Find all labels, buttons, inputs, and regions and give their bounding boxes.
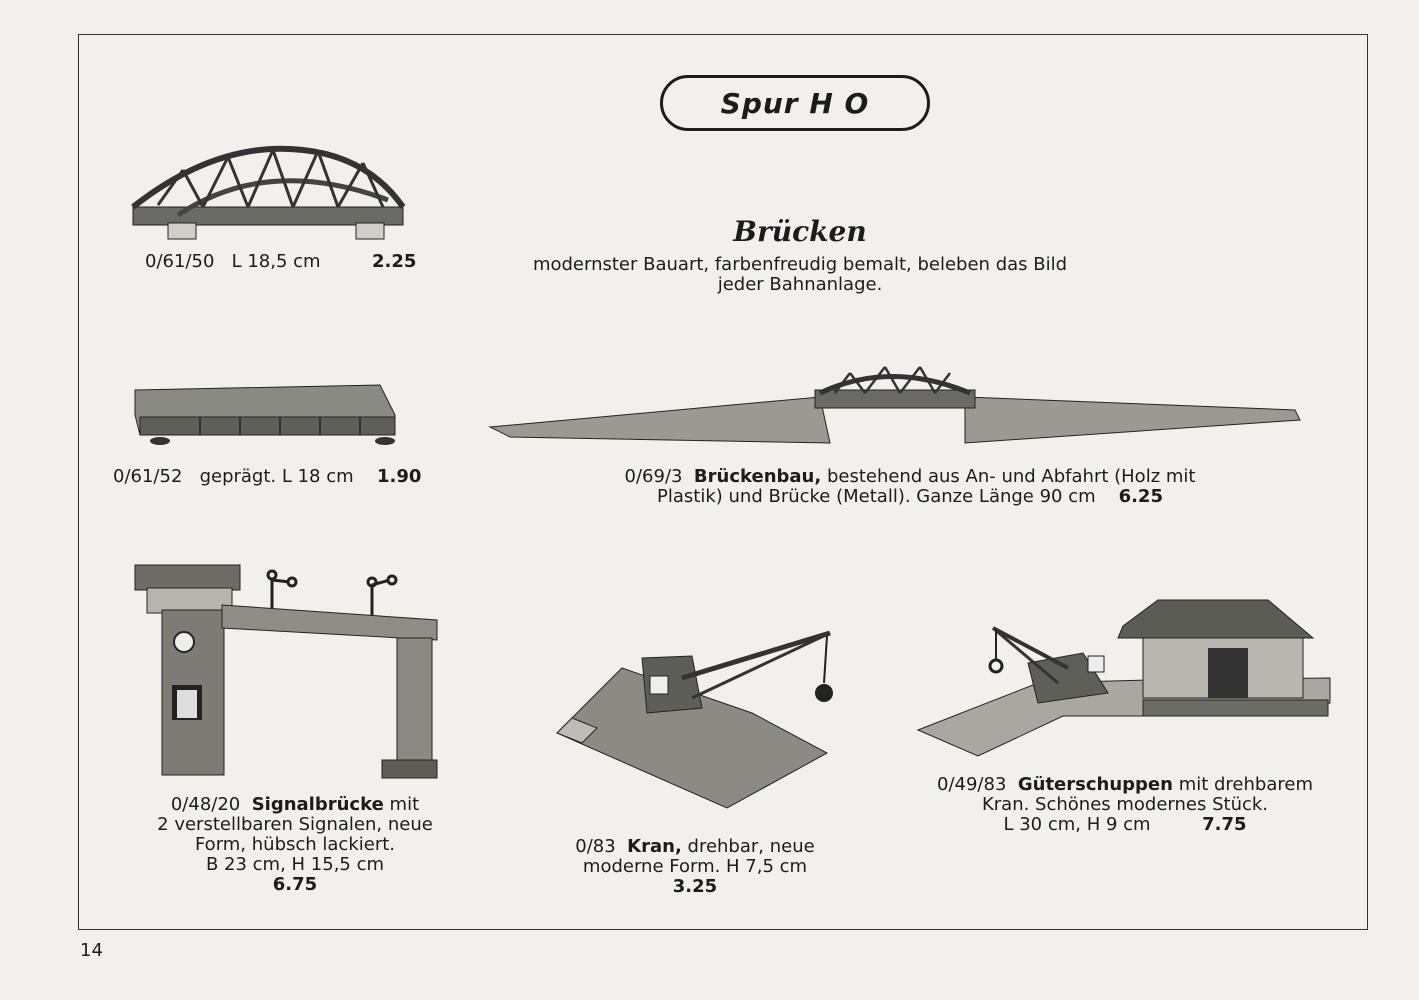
page-number: 14 bbox=[80, 940, 103, 961]
product-price: 7.75 bbox=[1202, 814, 1247, 835]
product-desc: geprägt. L 18 cm bbox=[199, 466, 354, 487]
product-price: 6.25 bbox=[1118, 486, 1163, 507]
intro-line-2: jeder Bahnanlage. bbox=[717, 274, 883, 295]
page-frame bbox=[78, 34, 1368, 930]
goods-shed-line-3: L 30 cm, H 9 cm 7.75 bbox=[920, 815, 1330, 835]
product-price: 3.25 bbox=[672, 876, 718, 897]
crane-line-1: 0/83 Kran, drehbar, neue bbox=[545, 837, 845, 857]
goods-shed-image bbox=[916, 599, 1331, 757]
product-price: 2.25 bbox=[372, 251, 417, 272]
product-signal-bridge: 0/48/20 Signalbrücke mit 2 verstellbaren… bbox=[120, 795, 470, 895]
signal-bridge-image bbox=[134, 564, 438, 779]
bridge-set-line-1: 0/69/3 Brückenbau, bestehend aus An- und… bbox=[590, 467, 1230, 487]
product-goods-shed: 0/49/83 Güterschuppen mit drehbarem Kran… bbox=[920, 775, 1330, 835]
product-desc: 2 verstellbaren Signalen, neue bbox=[157, 814, 433, 835]
girder-bridge-image bbox=[134, 384, 396, 445]
product-desc: bestehend aus An- und Abfahrt (Holz mit bbox=[826, 466, 1196, 487]
goods-shed-line-1: 0/49/83 Güterschuppen mit drehbarem bbox=[920, 775, 1330, 795]
product-desc: L 30 cm, H 9 cm bbox=[1003, 814, 1151, 835]
product-price: 1.90 bbox=[377, 466, 422, 487]
product-desc: Form, hübsch lackiert. bbox=[194, 834, 396, 855]
product-desc: Plastik) und Brücke (Metall). Ganze Läng… bbox=[657, 486, 1096, 507]
intro-line-1: modernster Bauart, farbenfreudig bemalt,… bbox=[532, 254, 1068, 275]
product-desc: mit bbox=[389, 794, 420, 815]
product-desc: mit drehbarem bbox=[1178, 774, 1313, 795]
product-name: Güterschuppen bbox=[1017, 774, 1173, 795]
product-name: Kran, bbox=[627, 836, 682, 857]
section-heading: Brücken bbox=[733, 215, 867, 248]
product-crane: 0/83 Kran, drehbar, neue moderne Form. H… bbox=[545, 837, 845, 897]
signal-bridge-line-1: 0/48/20 Signalbrücke mit bbox=[120, 795, 470, 815]
product-code: 0/49/83 bbox=[937, 774, 1007, 795]
intro-text: modernster Bauart, farbenfreudig bemalt,… bbox=[500, 255, 1100, 295]
bridge-set-line-2: Plastik) und Brücke (Metall). Ganze Läng… bbox=[590, 487, 1230, 507]
product-code: 0/83 bbox=[575, 836, 616, 857]
product-price: 6.75 bbox=[272, 874, 318, 895]
bridge-set-image bbox=[488, 366, 1301, 444]
product-code: 0/69/3 bbox=[624, 466, 683, 487]
product-name: Brückenbau, bbox=[693, 466, 822, 487]
product-code: 0/61/50 bbox=[145, 251, 215, 272]
product-desc: L 18,5 cm bbox=[231, 251, 321, 272]
product-desc: Kran. Schönes modernes Stück. bbox=[981, 794, 1269, 815]
product-name: Signalbrücke bbox=[251, 794, 384, 815]
product-desc: moderne Form. H 7,5 cm bbox=[582, 856, 808, 877]
arch-bridge-image bbox=[131, 145, 406, 240]
crane-image bbox=[556, 630, 833, 809]
product-bridge-set: 0/69/3 Brückenbau, bestehend aus An- und… bbox=[590, 467, 1230, 507]
gauge-badge: Spur H O bbox=[660, 75, 930, 131]
product-arch-bridge: 0/61/50 L 18,5 cm bbox=[145, 252, 321, 272]
product-code: 0/48/20 bbox=[170, 794, 241, 815]
product-desc: drehbar, neue bbox=[687, 836, 815, 857]
product-desc: B 23 cm, H 15,5 cm bbox=[205, 854, 385, 875]
product-girder-bridge: 0/61/52 geprägt. L 18 cm bbox=[113, 467, 354, 487]
product-code: 0/61/52 bbox=[113, 466, 183, 487]
